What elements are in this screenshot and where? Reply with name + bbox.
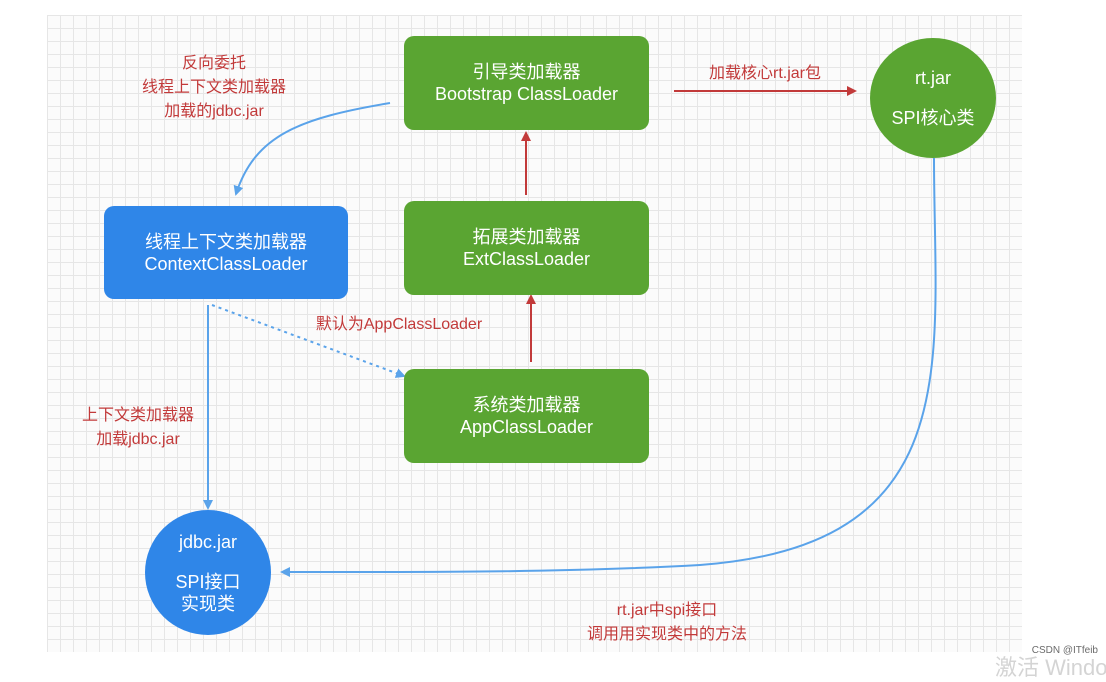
context-load-line-1: 上下文类加载器 [81, 407, 194, 424]
bootstrap-title: 引导类加载器 [472, 62, 581, 82]
app-classloader-node: 系统类加载器 AppClassLoader [404, 369, 649, 463]
arrow-bootstrap-to-context [233, 102, 391, 196]
arrow-context-to-app-dotted [211, 304, 406, 378]
ext-subtitle: ExtClassLoader [462, 249, 591, 269]
rtjar-node: rt.jar SPI核心类 [870, 38, 996, 158]
rtjar-subtitle: SPI核心类 [891, 108, 975, 128]
jdbcjar-node: jdbc.jar SPI接口 实现类 [145, 510, 271, 635]
arrow-rtjar-to-jdbcjar [280, 157, 937, 578]
ext-classloader-node: 拓展类加载器 ExtClassLoader [404, 201, 649, 295]
jdbcjar-subtitle-2: 实现类 [181, 593, 235, 614]
ext-title: 拓展类加载器 [472, 227, 581, 247]
reverse-delegation-line-3: 加载的jdbc.jar [164, 103, 264, 120]
activate-windows-watermark: 激活 Windows [995, 655, 1106, 680]
load-core-text: 加载核心rt.jar包 [708, 65, 821, 82]
app-title: 系统类加载器 [472, 395, 581, 415]
default-app-text: 默认为AppClassLoader [315, 316, 483, 333]
jdbcjar-subtitle: SPI接口 [175, 571, 241, 592]
reverse-delegation-label: 反向委托 线程上下文类加载器 加载的jdbc.jar [128, 52, 300, 124]
reverse-delegation-line-2: 线程上下文类加载器 [141, 79, 286, 96]
rt-call-label: rt.jar中spi接口 调用用实现类中的方法 [572, 599, 762, 647]
jdbcjar-title: jdbc.jar [178, 531, 238, 552]
context-load-line-2: 加载jdbc.jar [96, 431, 180, 448]
rt-call-line-1: rt.jar中spi接口 [616, 602, 718, 619]
rt-call-line-2: 调用用实现类中的方法 [586, 626, 747, 643]
context-subtitle: ContextClassLoader [144, 253, 308, 274]
load-core-label: 加载核心rt.jar包 [690, 62, 840, 86]
connectors [203, 86, 937, 578]
default-app-label: 默认为AppClassLoader [296, 313, 502, 337]
rtjar-title: rt.jar [915, 68, 951, 88]
bootstrap-classloader-node: 引导类加载器 Bootstrap ClassLoader [404, 36, 649, 130]
context-classloader-node: 线程上下文类加载器 ContextClassLoader [104, 206, 348, 299]
csdn-watermark: CSDN @ITfeib [1031, 645, 1098, 656]
context-load-label: 上下文类加载器 加载jdbc.jar [68, 404, 208, 452]
bootstrap-subtitle: Bootstrap ClassLoader [434, 84, 619, 104]
reverse-delegation-line-1: 反向委托 [181, 55, 246, 72]
context-title: 线程上下文类加载器 [145, 231, 307, 252]
app-subtitle: AppClassLoader [459, 417, 594, 437]
